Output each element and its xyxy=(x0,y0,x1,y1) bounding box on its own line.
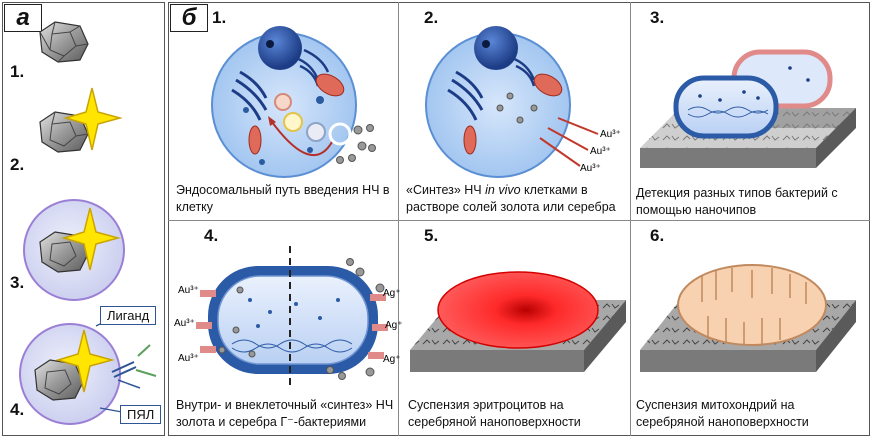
divider-v-1 xyxy=(398,2,399,436)
panel-b-letter: б xyxy=(170,4,208,32)
cell-2-ion-arrows xyxy=(539,117,599,167)
cell-6-caption-line-1: Суспензия митохондрий на xyxy=(636,398,795,412)
cell-3-caption-line-2: помощью наночипов xyxy=(636,203,757,217)
star-3-icon xyxy=(61,207,121,271)
cell-3-number: 3. xyxy=(650,8,665,27)
panel-a-letter: а xyxy=(4,4,42,32)
cell-2-caption-italic: in vivo xyxy=(485,183,521,197)
cell-2-ion-label-3: Au³⁺ xyxy=(580,163,601,174)
nanoparticle-4-icon xyxy=(34,359,84,401)
star-2-icon xyxy=(63,87,123,151)
cell-1-nucleus-icon xyxy=(258,26,302,70)
cell-5-number: 5. xyxy=(424,226,439,245)
cell-5-erythrocyte-icon xyxy=(437,271,599,349)
cell-1-endosome-3 xyxy=(306,122,326,142)
cell-2-mitochondrion-icon xyxy=(533,73,563,97)
cell-6-caption-line-2: серебряной наноповерхности xyxy=(636,415,809,429)
cell-1-mitochondrion-icon xyxy=(315,73,345,97)
cell-5-caption: Суспензия эритроцитов на серебряной нано… xyxy=(408,397,628,431)
pyal-label: ПЯЛ xyxy=(120,405,162,424)
cell-2-caption-line-2: растворе солей золота или серебра xyxy=(406,200,616,214)
panel-a-item-1-number: 1. xyxy=(10,62,25,81)
panel-a-item-3-number: 3. xyxy=(10,273,25,292)
cell-4-caption-line-2: золота и серебра Г⁻-бактериями xyxy=(176,415,367,429)
star-4-icon xyxy=(55,329,115,393)
cell-1-endosome-1 xyxy=(274,93,292,111)
cell-2-illustration: Au³⁺ Au³⁺ Au³⁺ xyxy=(425,26,621,178)
nanoparticle-1-icon xyxy=(39,21,89,63)
ligand-label: Лиганд xyxy=(100,306,157,325)
cell-1-caption: Эндосомальный путь введения НЧ в клетку xyxy=(176,182,394,216)
panel-a-item-4-number: 4. xyxy=(10,400,25,419)
cell-1-number: 1. xyxy=(212,8,227,27)
cell-4-caption: Внутри- и внеклеточный «синтез» НЧ золот… xyxy=(176,397,398,431)
cell-1-illustration xyxy=(211,26,376,178)
cell-3-caption-line-1: Детекция разных типов бактерий с xyxy=(636,186,838,200)
cell-1-uptake-arrow xyxy=(271,121,333,157)
cell-2-caption-pre: «Синтез» НЧ xyxy=(406,183,486,197)
panel-a-frame xyxy=(2,2,165,436)
cell-4-ion-ag-1: Ag⁺ xyxy=(383,288,401,299)
cell-4-number: 4. xyxy=(204,226,219,245)
cell-2-ion-label-2: Au³⁺ xyxy=(590,146,611,157)
divider-v-2 xyxy=(630,2,631,436)
cell-2-caption: «Синтез» НЧ in vivo клетками в растворе … xyxy=(406,182,628,216)
cell-4-ion-ag-3: Ag⁺ xyxy=(383,354,401,365)
cell-2-ion-label-1: Au³⁺ xyxy=(600,129,621,140)
cell-6-mitochondrion-icon xyxy=(677,264,827,346)
cell-4-illustration: Au³⁺ Au³⁺ Au³⁺ Ag⁺ Ag⁺ Ag⁺ xyxy=(174,246,403,390)
cell-4-ion-ag-2: Ag⁺ xyxy=(385,320,403,331)
cell-2-caption-post: клетками в xyxy=(520,183,588,197)
cell-2-number: 2. xyxy=(424,8,439,27)
panel-a-illustrations xyxy=(19,21,157,425)
cell-2-nucleus-icon xyxy=(474,26,518,70)
cell-5-caption-line-1: Суспензия эритроцитов на xyxy=(408,398,564,412)
cell-6-number: 6. xyxy=(650,226,665,245)
cell-5-illustration xyxy=(410,271,626,372)
cell-4-caption-line-1: Внутри- и внеклеточный «синтез» НЧ xyxy=(176,398,394,412)
cell-3-bacterium-front xyxy=(673,75,779,139)
cell-4-ion-au-3: Au³⁺ xyxy=(178,353,199,364)
cell-4-ion-au-2: Au³⁺ xyxy=(174,318,195,329)
panel-a-item-2-number: 2. xyxy=(10,155,25,174)
cell-6-caption: Суспензия митохондрий на серебряной нано… xyxy=(636,397,868,431)
cell-1-endosome-2 xyxy=(283,112,303,132)
cell-1-caption-line-1: Эндосомальный путь введения НЧ в xyxy=(176,183,390,197)
cell-4-ion-au-1: Au³⁺ xyxy=(178,285,199,296)
ligand-icon xyxy=(111,344,157,389)
cell-1-caption-line-2: клетку xyxy=(176,200,214,214)
panel-b-frame xyxy=(168,2,870,436)
cell-6-illustration xyxy=(640,264,856,372)
cell-5-caption-line-2: серебряной наноповерхности xyxy=(408,415,581,429)
cell-3-illustration xyxy=(640,49,856,168)
cell-3-caption: Детекция разных типов бактерий с помощью… xyxy=(636,185,868,219)
divider-h xyxy=(168,220,870,221)
